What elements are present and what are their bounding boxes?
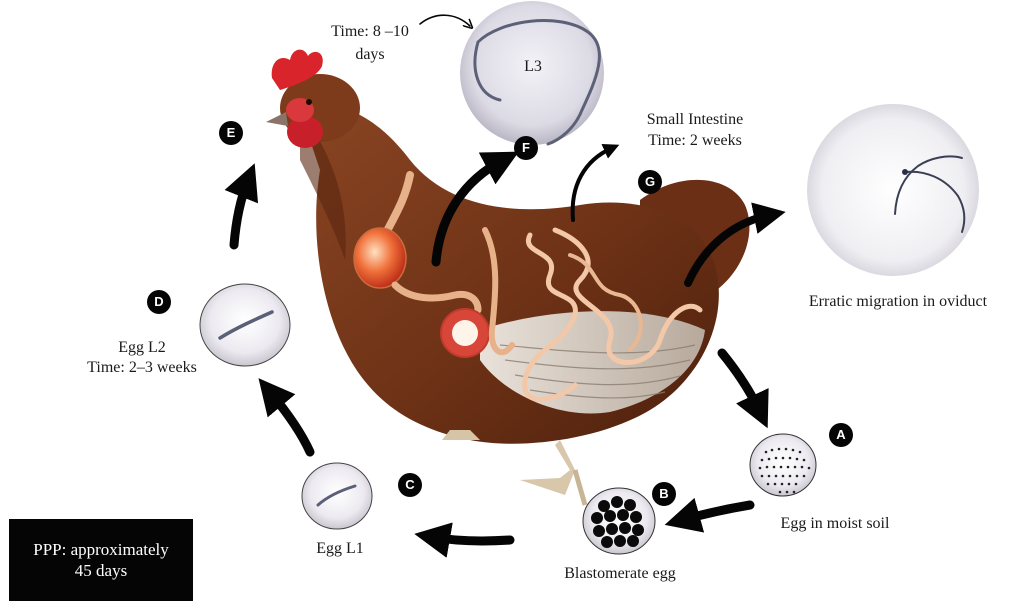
arrow-hen-to-a bbox=[722, 353, 760, 412]
crop bbox=[354, 228, 406, 288]
badge-g: G bbox=[638, 170, 662, 194]
b-label: Blastomerate egg bbox=[535, 564, 705, 583]
hen-leg-right bbox=[520, 440, 575, 495]
arrow-time-curve bbox=[420, 15, 470, 26]
hen-eye bbox=[306, 99, 312, 105]
badge-b: B bbox=[652, 482, 676, 506]
f-time-line2: days bbox=[320, 45, 420, 64]
badge-f: F bbox=[514, 136, 538, 160]
arrow-c-to-d bbox=[270, 392, 310, 452]
ppp-box: PPP: approximately 45 days bbox=[9, 519, 193, 601]
f-time-line1: Time: 8 –10 bbox=[320, 22, 420, 41]
arrow-b-to-c bbox=[432, 537, 510, 541]
g-label-line2: Time: 2 weeks bbox=[620, 131, 770, 150]
oviduct-larva-circle bbox=[807, 104, 979, 276]
d-label-line1: Egg L2 bbox=[62, 338, 222, 357]
badge-a: A bbox=[829, 423, 853, 447]
badge-c: C bbox=[398, 473, 422, 497]
a-label: Egg in moist soil bbox=[740, 514, 930, 533]
c-label: Egg L1 bbox=[295, 539, 385, 558]
oviduct-label: Erratic migration in oviduct bbox=[782, 292, 1014, 311]
badge-e: E bbox=[219, 121, 243, 145]
ppp-line2: 45 days bbox=[75, 560, 127, 581]
stage-a-egg bbox=[750, 434, 816, 496]
arrow-d-to-e bbox=[234, 180, 248, 245]
stage-c-egg-l1 bbox=[302, 463, 372, 529]
l3-larva-label: L3 bbox=[513, 57, 553, 76]
g-label-line1: Small Intestine bbox=[620, 110, 770, 129]
badge-d: D bbox=[147, 290, 171, 314]
stage-b-blastomere bbox=[583, 488, 655, 554]
d-label-line2: Time: 2–3 weeks bbox=[62, 358, 222, 377]
ppp-line1: PPP: approximately bbox=[33, 539, 169, 560]
hen-beak bbox=[266, 112, 288, 126]
